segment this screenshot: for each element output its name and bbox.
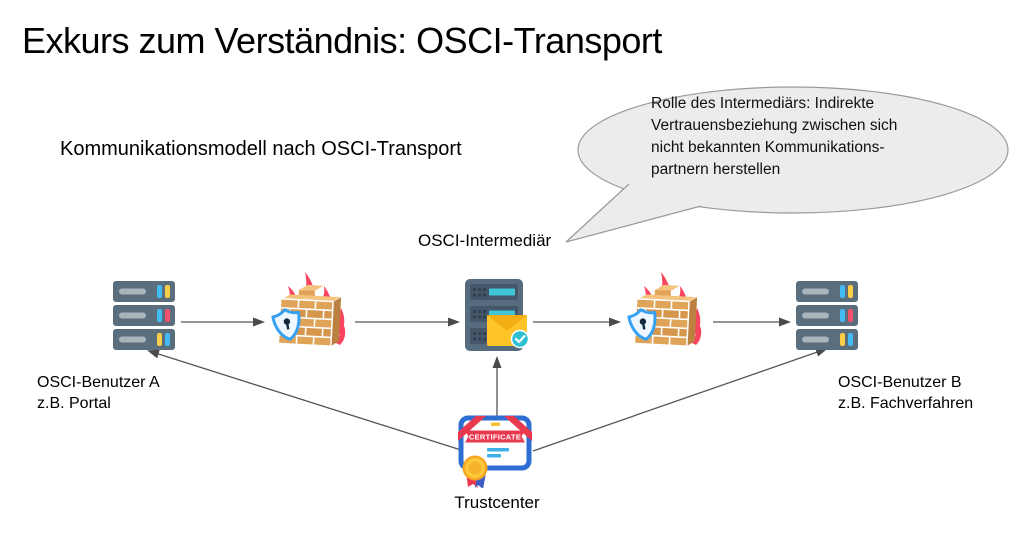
firewall-icon-left bbox=[268, 264, 354, 358]
server-unit bbox=[113, 281, 175, 302]
envelope-icon bbox=[487, 315, 529, 349]
user-b-label: OSCI-Benutzer B z.B. Fachverfahren bbox=[838, 374, 974, 412]
server-mail-icon-intermediary bbox=[463, 277, 529, 355]
check-icon bbox=[510, 329, 529, 349]
server-unit bbox=[796, 305, 858, 326]
arrow-trustcenter-to-usera bbox=[147, 349, 462, 451]
shield-icon bbox=[627, 308, 657, 341]
firewall-icon-right bbox=[624, 264, 710, 358]
diagram-subtitle: Kommunikationsmodell nach OSCI-Transport bbox=[60, 138, 462, 160]
certificate-banner bbox=[465, 430, 525, 443]
brick-wall-icon bbox=[277, 284, 342, 347]
certificate-icon: CERTIFICATE bbox=[455, 408, 535, 488]
callout-text: Rolle des Intermediärs: Indirekte Vertra… bbox=[651, 95, 898, 178]
user-a-label: OSCI-Benutzer A z.B. Portal bbox=[37, 374, 160, 412]
shield-icon bbox=[271, 308, 301, 341]
server-stack-icon-user-b bbox=[795, 281, 861, 351]
trustcenter-label: Trustcenter bbox=[454, 493, 540, 512]
medal-icon bbox=[462, 455, 488, 488]
certificate-corner-ribbons bbox=[458, 416, 532, 441]
certificate-banner-text: CERTIFICATE bbox=[469, 432, 521, 441]
server-unit bbox=[113, 329, 175, 350]
server-unit bbox=[796, 329, 858, 350]
intermediary-label: OSCI-Intermediär bbox=[418, 231, 552, 250]
server-stack-icon-user-a bbox=[112, 281, 178, 351]
server-unit bbox=[113, 305, 175, 326]
certificate-lines bbox=[487, 448, 509, 458]
page-title: Exkurs zum Verständnis: OSCI-Transport bbox=[22, 20, 662, 61]
server-unit bbox=[796, 281, 858, 302]
arrow-trustcenter-to-userb bbox=[532, 348, 828, 452]
